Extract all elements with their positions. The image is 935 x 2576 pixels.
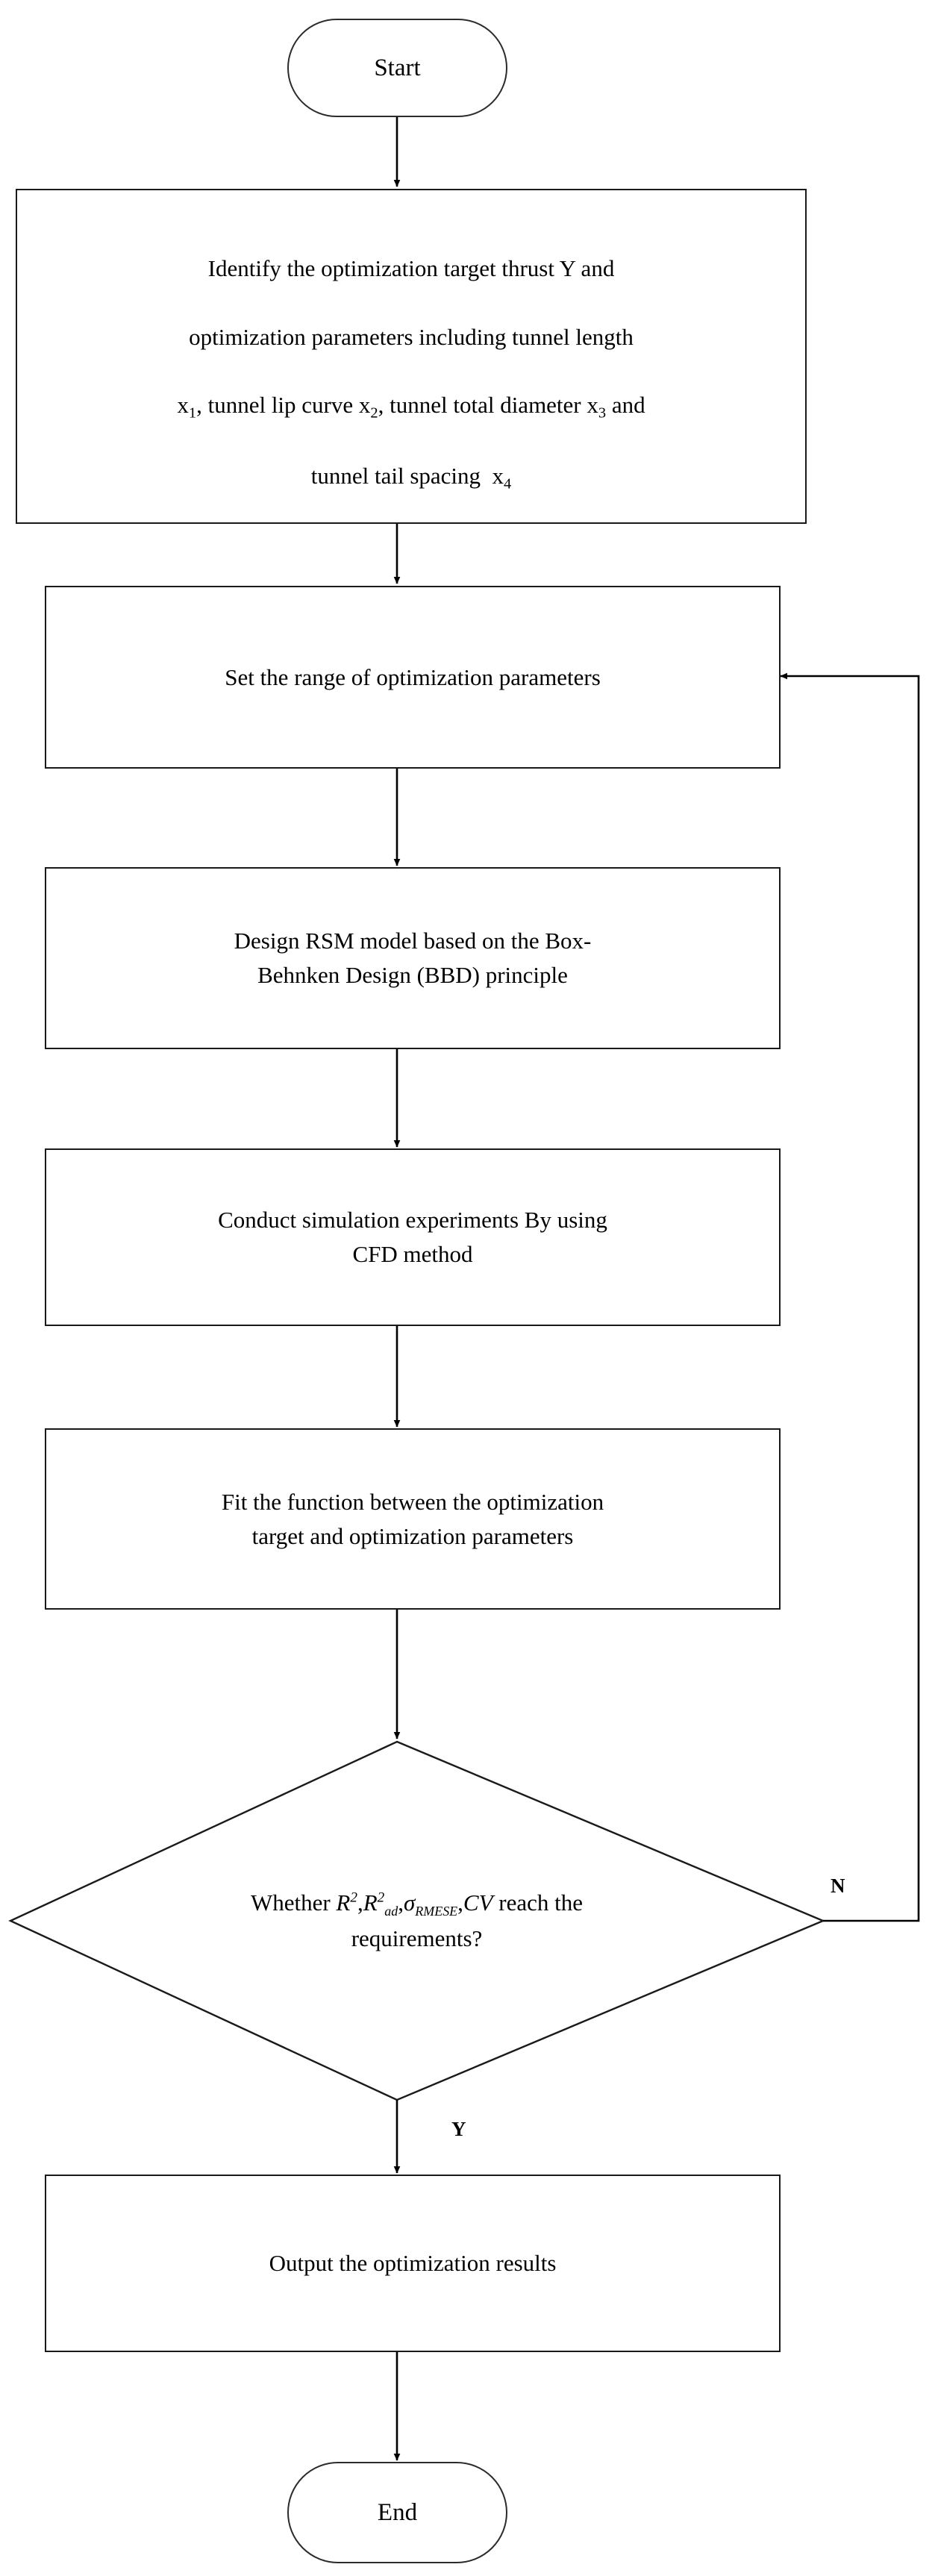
node-conduct-cfd[interactable]: Conduct simulation experiments By using … — [45, 1148, 781, 1326]
node-end[interactable]: End — [287, 2462, 507, 2563]
node-fit-function[interactable]: Fit the function between the optimizatio… — [45, 1428, 781, 1610]
identify-line-2: optimization parameters including tunnel… — [189, 323, 634, 350]
node-start[interactable]: Start — [287, 19, 507, 117]
branch-label-yes: Y — [451, 2118, 466, 2140]
node-design-rsm[interactable]: Design RSM model based on the Box- Behnk… — [45, 867, 781, 1049]
identify-line-4: tunnel tail spacing x4 — [310, 463, 512, 493]
node-set-range[interactable]: Set the range of optimization parameters — [45, 586, 781, 769]
node-identify-label: Identify the optimization target thrust … — [157, 217, 664, 495]
decision-metrics: R2,R2ad,σRMESE,CV — [336, 1889, 493, 1919]
branch-label-no: N — [831, 1875, 845, 1897]
decision-text-line2: requirements? — [351, 1925, 483, 1951]
node-design-rsm-label: Design RSM model based on the Box- Behnk… — [234, 928, 592, 988]
identify-line-1: Identify the optimization target thrust … — [207, 254, 615, 281]
node-fit-function-label: Fit the function between the optimizatio… — [221, 1488, 604, 1549]
node-output-results[interactable]: Output the optimization results — [45, 2175, 781, 2352]
node-conduct-cfd-label: Conduct simulation experiments By using … — [218, 1207, 607, 1267]
node-start-label: Start — [374, 54, 421, 81]
node-check-metrics[interactable]: Whether R2,R2ad,σRMESE,CV reach the requ… — [10, 1742, 823, 2100]
node-end-label: End — [377, 2498, 418, 2526]
node-output-results-label: Output the optimization results — [269, 2250, 557, 2277]
node-check-metrics-label: Whether R2,R2ad,σRMESE,CV reach the requ… — [10, 1742, 823, 2100]
edge-decision-feedback-to-set-range — [780, 672, 920, 1922]
decision-text-after: reach the — [492, 1889, 584, 1916]
identify-line-3: x1, tunnel lip curve x2, tunnel total di… — [177, 392, 645, 422]
decision-text-before: Whether — [250, 1889, 337, 1916]
node-set-range-label: Set the range of optimization parameters — [225, 663, 601, 690]
node-identify[interactable]: Identify the optimization target thrust … — [16, 189, 807, 524]
